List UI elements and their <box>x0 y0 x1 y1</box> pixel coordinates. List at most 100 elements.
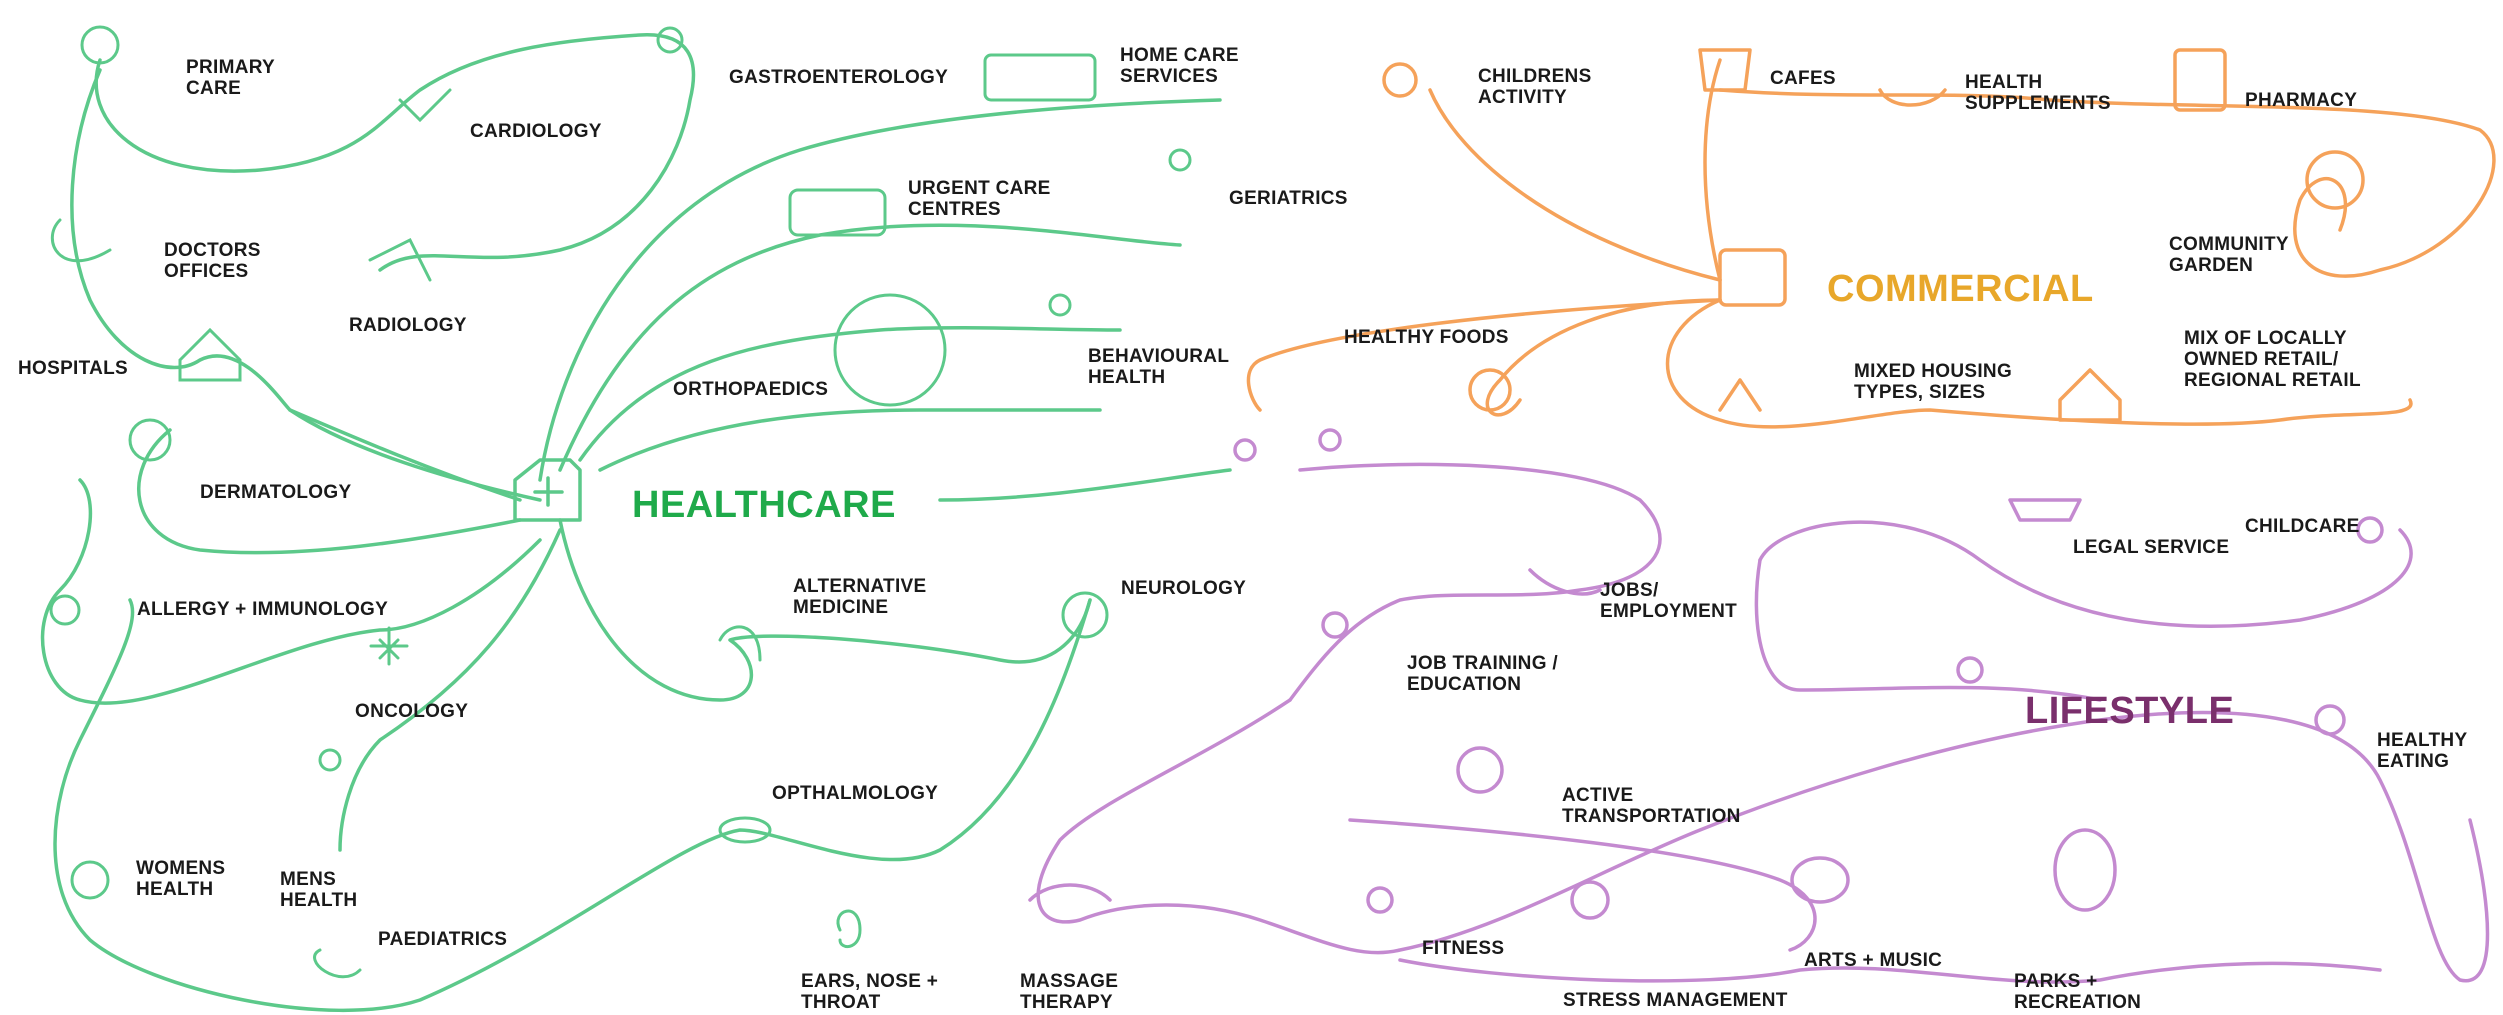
label-geriatrics: GERIATRICS <box>1229 188 1348 209</box>
line-mens-health <box>338 528 562 852</box>
commercial-network <box>1246 48 2496 429</box>
mortar-icon <box>1878 88 1947 107</box>
line-cafes <box>1703 58 1722 282</box>
label-healthy-eating: HEALTHY EATING <box>2377 730 2468 772</box>
label-childrens-activity: CHILDRENS ACTIVITY <box>1478 66 1592 108</box>
person-left-icon <box>1233 438 1257 462</box>
football-icon <box>2053 828 2117 912</box>
eye-icon <box>718 816 772 844</box>
housing-icon <box>1718 378 1762 412</box>
label-job-training: JOB TRAINING / EDUCATION <box>1407 653 1558 695</box>
ear-icon <box>836 909 862 949</box>
ambulance-icon <box>788 188 887 237</box>
cardiology-icon <box>398 88 452 123</box>
behavioural-icon <box>1048 293 1072 317</box>
home-care-icon <box>983 53 1097 102</box>
label-parks-recreation: PARKS + RECREATION <box>2014 971 2142 1013</box>
label-ent: EARS, NOSE + THROAT <box>801 971 939 1013</box>
allergy-icon <box>49 594 81 626</box>
label-paediatrics: PAEDIATRICS <box>378 929 508 950</box>
oncology-icon <box>369 626 409 666</box>
line-healthy-foods <box>1485 298 1722 417</box>
gastro-icon <box>656 26 684 54</box>
line-allergy <box>40 478 542 705</box>
label-healthy-foods: HEALTHY FOODS <box>1344 327 1509 348</box>
label-health-supplements: HEALTH SUPPLEMENTS <box>1965 72 2111 114</box>
line-neurology-paediatrics <box>53 598 1092 1012</box>
line-hospital-hub <box>288 408 522 502</box>
label-womens-health: WOMENS HEALTH <box>136 858 226 900</box>
alt-medicine-icon <box>718 625 762 662</box>
massage-hands-icon <box>1028 883 1112 902</box>
label-mens-health: MENS HEALTH <box>280 869 358 911</box>
mens-health-icon <box>318 748 342 772</box>
line-active-transport <box>1348 818 1817 952</box>
label-fitness: FITNESS <box>1422 938 1505 959</box>
cafe-icon <box>1698 48 1752 92</box>
healthcare-icons <box>49 25 1192 979</box>
lifestyle-title: LIFESTYLE <box>2025 690 2235 732</box>
hub-box <box>513 458 582 522</box>
masks-icon <box>1790 856 1850 904</box>
label-pharmacy: PHARMACY <box>2245 90 2358 111</box>
bike-icon <box>1456 746 1504 794</box>
person-right-icon <box>1318 428 1342 452</box>
vitruvian-icon <box>833 293 947 407</box>
label-cafes: CAFES <box>1770 68 1836 89</box>
label-allergy: ALLERGY + IMMUNOLOGY <box>137 599 389 620</box>
label-primary-care: PRIMARY CARE <box>186 57 276 99</box>
childrens-activity-icon <box>1382 62 1418 98</box>
dermatology-icon <box>128 418 172 462</box>
label-stress-management: STRESS MANAGEMENT <box>1563 990 1788 1011</box>
line-dermatology <box>137 428 522 555</box>
line-stress-parks <box>1398 958 2382 984</box>
label-dermatology: DERMATOLOGY <box>200 482 352 503</box>
line-main-lifestyle <box>1036 698 2490 983</box>
line-legal <box>1754 558 2102 702</box>
label-neurology: NEUROLOGY <box>1121 578 1247 599</box>
retail-icon <box>2058 368 2122 422</box>
label-local-retail: MIX OF LOCALLY OWNED RETAIL/ REGIONAL RE… <box>2184 328 2361 391</box>
hospital-icon <box>178 327 242 382</box>
line-hub-homecare <box>538 98 1222 482</box>
pharmacy-icon <box>2173 48 2227 112</box>
loop-primary-cardiology <box>94 33 696 272</box>
line-hub-geriatrics <box>558 223 1182 472</box>
label-mixed-housing: MIXED HOUSING TYPES, SIZES <box>1854 361 2013 403</box>
lifestyle-network <box>1028 428 2490 984</box>
job-training-icon <box>1321 611 1349 639</box>
line-housing-retail <box>1665 298 2413 429</box>
healthcare-title: HEALTHCARE <box>632 484 896 526</box>
geriatrics-icon <box>1168 148 1192 172</box>
label-community-garden: COMMUNITY GARDEN <box>2169 234 2289 276</box>
label-cardiology: CARDIOLOGY <box>470 121 602 142</box>
label-active-transportation: ACTIVE TRANSPORTATION <box>1562 785 1741 827</box>
line-hub-urgent <box>578 326 1122 462</box>
label-massage-therapy: MASSAGE THERAPY <box>1020 971 1119 1013</box>
line-hub-behavioural <box>598 408 1102 472</box>
garden-tree-icon <box>2305 150 2365 210</box>
label-radiology: RADIOLOGY <box>349 315 467 336</box>
neurology-icon <box>1061 591 1109 639</box>
line-doctors-hospitals <box>70 68 542 502</box>
label-hospitals: HOSPITALS <box>18 358 129 379</box>
label-alternative-medicine: ALTERNATIVE MEDICINE <box>793 576 927 618</box>
label-orthopaedics: ORTHOPAEDICS <box>673 379 829 400</box>
primary-care-icon <box>80 25 120 65</box>
line-supplements-pharmacy <box>1718 88 2496 278</box>
label-home-care: HOME CARE SERVICES <box>1120 45 1239 87</box>
radiology-icon <box>368 237 432 282</box>
meditation-icon <box>1570 880 1610 920</box>
childcare-icon <box>2356 516 2384 544</box>
handshake-icon <box>1528 568 1602 596</box>
commercial-hub <box>1718 248 1787 307</box>
womens-health-icon <box>70 860 110 900</box>
label-oncology: ONCOLOGY <box>355 701 469 722</box>
healthy-eating-icon <box>2314 704 2346 736</box>
label-urgent-care: URGENT CARE CENTRES <box>908 178 1051 220</box>
line-people-jobs <box>1288 462 1662 702</box>
line-commercial-link <box>1246 298 1722 412</box>
commercial-title: COMMERCIAL <box>1827 268 2094 310</box>
label-behavioural-health: BEHAVIOURAL HEALTH <box>1088 346 1230 388</box>
